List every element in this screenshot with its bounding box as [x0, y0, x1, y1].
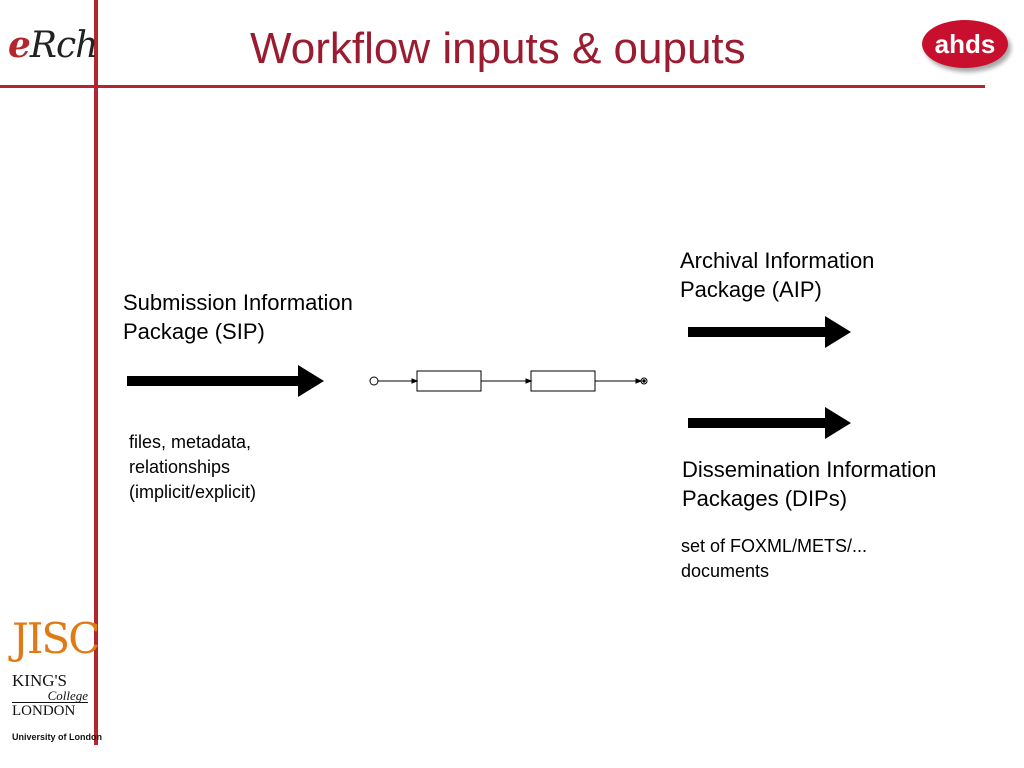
sip-arrow — [127, 365, 324, 397]
sip-desc-line2: relationships — [129, 457, 231, 477]
dip-title-line2: Packages (DIPs) — [682, 486, 848, 511]
aip-title-line1: Archival Information — [680, 248, 875, 273]
kings-line1: KING'S — [12, 671, 68, 690]
dip-title: Dissemination Information Packages (DIPs… — [682, 455, 1002, 513]
kings-line2: College — [47, 688, 88, 703]
dip-description: set of FOXML/METS/... documents — [681, 534, 941, 584]
sip-title-line1: Submission Information — [123, 290, 353, 315]
sip-title: Submission Information Package (SIP) — [123, 288, 423, 346]
vertical-divider — [94, 0, 98, 745]
workflow-start-node — [369, 376, 379, 386]
header-divider — [0, 85, 985, 88]
sip-desc-line3: (implicit/explicit) — [129, 482, 257, 502]
aip-arrow — [688, 316, 851, 348]
slide-title: Workflow inputs & ouputs — [250, 24, 746, 73]
dip-desc-line1: set of FOXML/METS/... — [681, 536, 868, 556]
ahds-logo: ahds — [922, 20, 1008, 68]
university-of-london-caption: University of London — [12, 732, 102, 742]
kings-line3: LONDON — [12, 702, 88, 719]
erch-logo-rest: Rch — [29, 25, 98, 66]
dip-desc-line2: documents — [681, 561, 770, 581]
sip-desc-line1: files, metadata, — [129, 432, 252, 452]
sip-description: files, metadata, relationships (implicit… — [129, 430, 329, 505]
aip-title: Archival Information Package (AIP) — [680, 246, 960, 304]
workflow-step-2 — [530, 370, 596, 392]
workflow-process-chain — [369, 370, 648, 392]
kings-college-logo: KING'S College LONDON — [12, 672, 88, 719]
aip-title-line2: Package (AIP) — [680, 277, 822, 302]
dip-arrow — [688, 407, 851, 439]
sip-title-line2: Package (SIP) — [123, 319, 265, 344]
workflow-step-1 — [416, 370, 482, 392]
workflow-end-node — [640, 377, 648, 385]
erch-logo: eRch — [8, 24, 98, 66]
jisc-logo: JISC — [12, 614, 100, 663]
erch-logo-e: e — [8, 24, 31, 66]
dip-title-line1: Dissemination Information — [682, 457, 937, 482]
